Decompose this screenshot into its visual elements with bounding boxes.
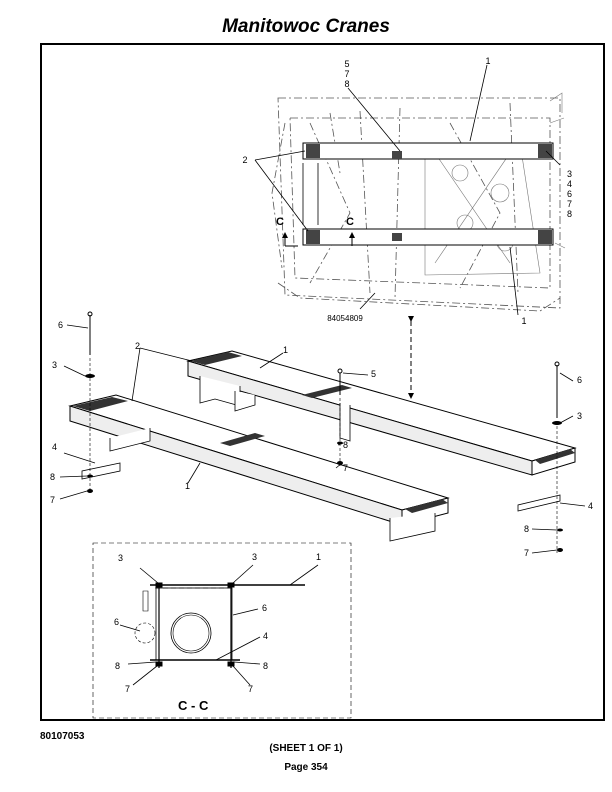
- sec-callout-7-right: 7: [248, 684, 253, 694]
- iso-view: [68, 350, 577, 526]
- section-mark-right: C: [346, 216, 354, 228]
- sec-callout-3-left: 3: [118, 553, 123, 563]
- iso-callout-6-right: 6: [577, 375, 582, 385]
- iso-callout-8-mid: 8: [343, 440, 348, 450]
- iso-bolts: [87, 311, 560, 418]
- iso-callout-1-lower: 1: [185, 481, 190, 491]
- page-number: Page 354: [284, 762, 328, 773]
- drawing-frame: [40, 43, 605, 721]
- callout-7-right: 7: [567, 199, 572, 209]
- iso-callout-1-upper: 1: [283, 345, 288, 355]
- part-number: 84054809: [327, 314, 363, 323]
- iso-callout-6-left: 6: [58, 320, 63, 330]
- iso-callout-3-right: 3: [577, 411, 582, 421]
- iso-callout-7-right: 7: [524, 548, 529, 558]
- callout-1-top: 1: [485, 56, 490, 66]
- callout-8-right: 8: [567, 209, 572, 219]
- iso-callout-3-left: 3: [52, 360, 57, 370]
- callout-8-top: 8: [344, 79, 349, 89]
- callout-2-top: 2: [242, 155, 247, 165]
- iso-callout-8-left: 8: [50, 472, 55, 482]
- section-view: [92, 542, 352, 719]
- sec-callout-6-right: 6: [262, 603, 267, 613]
- sec-callout-1: 1: [316, 552, 321, 562]
- sec-callout-8-left: 8: [115, 661, 120, 671]
- iso-callout-4-left: 4: [52, 442, 57, 452]
- callout-4-right: 4: [567, 179, 572, 189]
- iso-callout-7-mid: 7: [343, 463, 348, 473]
- document-number: 80107053: [40, 731, 85, 742]
- callout-5-top: 5: [344, 59, 349, 69]
- sec-callout-3-right: 3: [252, 552, 257, 562]
- iso-callout-7-left: 7: [50, 495, 55, 505]
- iso-callout-5: 5: [371, 369, 376, 379]
- callout-3-right: 3: [567, 169, 572, 179]
- sec-callout-7-left: 7: [125, 684, 130, 694]
- parts-drawing: 5 7 8 1 2 3 4 6 7 8 1 84054809 C C: [50, 56, 593, 719]
- page-title: Manitowoc Cranes: [222, 16, 390, 37]
- iso-plates: [73, 352, 575, 513]
- sec-callout-6-left: 6: [114, 617, 119, 627]
- callout-6-right: 6: [567, 189, 572, 199]
- iso-callout-4-right: 4: [588, 501, 593, 511]
- sec-callout-8-right: 8: [263, 661, 268, 671]
- callout-1-bottom: 1: [521, 316, 526, 326]
- iso-callout-8-right: 8: [524, 524, 529, 534]
- callout-7-top: 7: [344, 69, 349, 79]
- iso-callout-2: 2: [135, 341, 140, 351]
- top-view: [254, 64, 566, 316]
- sec-callout-4: 4: [263, 631, 268, 641]
- sheet-indicator: (SHEET 1 OF 1): [269, 743, 343, 754]
- section-label: C - C: [178, 698, 209, 713]
- section-mark-left: C: [276, 216, 284, 228]
